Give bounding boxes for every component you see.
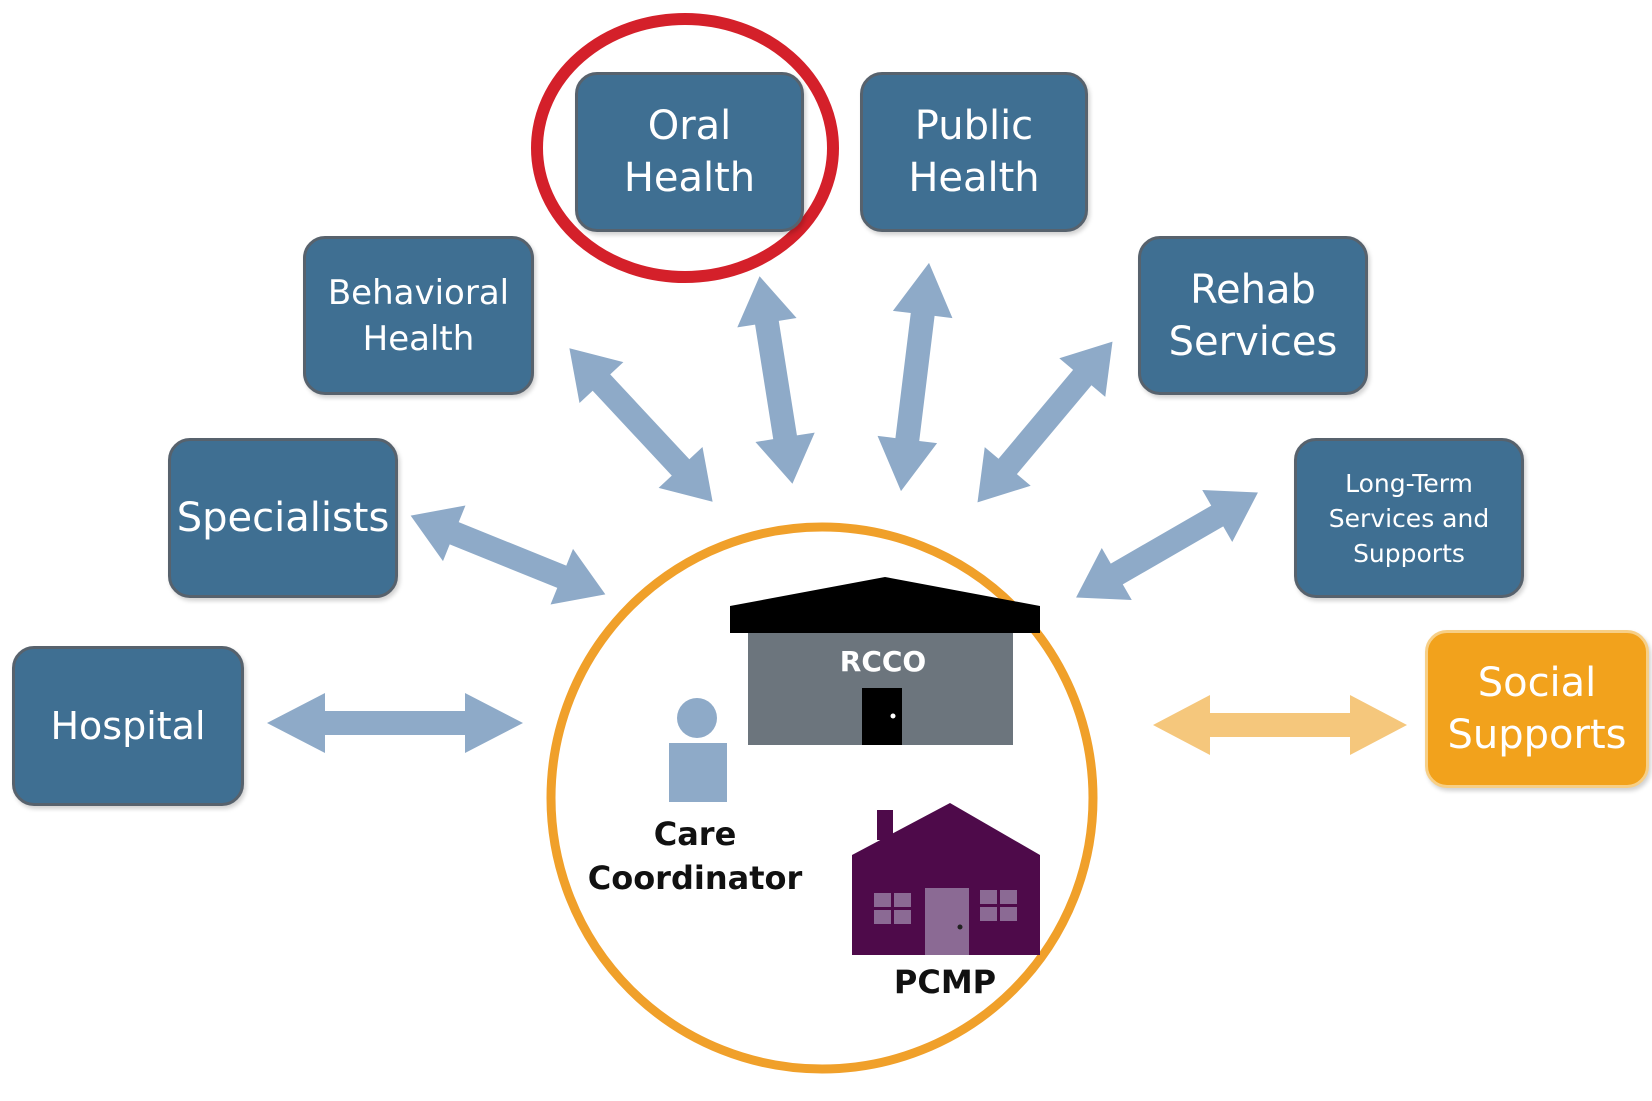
node-social-supports[interactable]: Social Supports bbox=[1425, 630, 1649, 788]
arrow-behavioral-health bbox=[569, 348, 713, 502]
node-rehab-services-label: Rehab Services bbox=[1168, 266, 1338, 365]
rcco-building-icon bbox=[730, 577, 1040, 745]
rcco-label: RCCO bbox=[839, 645, 927, 678]
node-oral-health[interactable]: Oral Health bbox=[575, 72, 804, 232]
arrow-hospital bbox=[267, 693, 523, 753]
node-specialists-label: Specialists bbox=[176, 495, 390, 541]
arrow-social-supports bbox=[1153, 695, 1407, 755]
node-hospital[interactable]: Hospital bbox=[12, 646, 244, 806]
node-specialists[interactable]: Specialists bbox=[168, 438, 398, 598]
node-rehab-services[interactable]: Rehab Services bbox=[1138, 236, 1368, 395]
care-coordinator-label: Care Coordinator bbox=[587, 815, 803, 897]
node-hospital-label: Hospital bbox=[50, 704, 206, 748]
node-public-health[interactable]: Public Health bbox=[860, 72, 1088, 232]
arrow-oral-health bbox=[737, 276, 815, 484]
node-social-supports-label: Social Supports bbox=[1447, 660, 1627, 758]
node-long-term-services[interactable]: Long-Term Services and Supports bbox=[1294, 438, 1524, 598]
oral-health-highlight-ring bbox=[531, 13, 839, 283]
arrow-public-health bbox=[877, 262, 953, 492]
pcmp-label: PCMP bbox=[893, 963, 997, 1001]
arrow-specialists bbox=[410, 505, 606, 605]
node-behavioral-health[interactable]: Behavioral Health bbox=[303, 236, 534, 395]
node-oral-health-label: Oral Health bbox=[623, 103, 756, 201]
arrow-long-term-services bbox=[1076, 490, 1258, 600]
arrow-rehab-services bbox=[977, 341, 1113, 503]
node-behavioral-health-label: Behavioral Health bbox=[327, 272, 510, 359]
pcmp-house-icon bbox=[852, 803, 1040, 955]
node-long-term-services-label: Long-Term Services and Supports bbox=[1328, 468, 1490, 568]
node-public-health-label: Public Health bbox=[908, 103, 1040, 201]
care-coordinator-icon bbox=[669, 698, 727, 802]
